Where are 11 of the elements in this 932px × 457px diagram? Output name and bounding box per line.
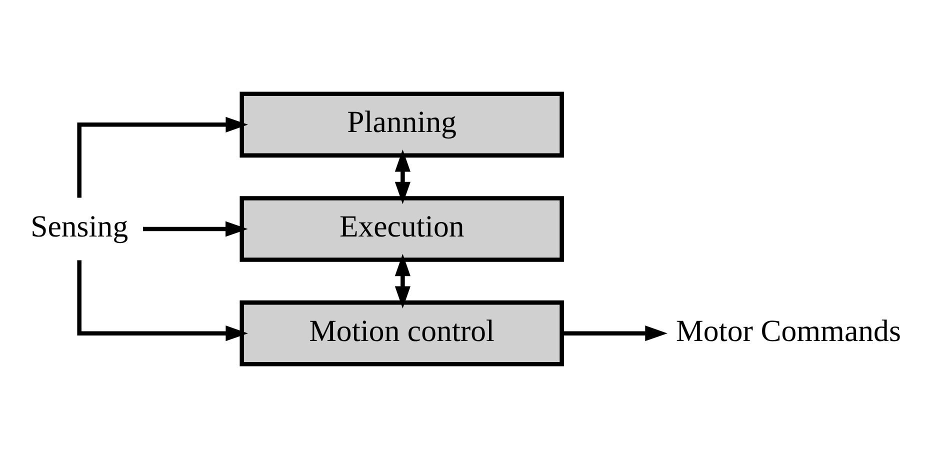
node-box: Motion control	[240, 300, 564, 366]
node-box: Execution	[240, 196, 564, 262]
arrow	[77, 116, 248, 198]
node-text: Motor Commands	[676, 313, 901, 348]
node-box: Planning	[240, 91, 564, 158]
arrow	[394, 253, 410, 308]
node-text: Sensing	[30, 209, 128, 244]
arrow	[394, 148, 410, 204]
arrow	[143, 220, 248, 236]
arrow	[77, 260, 248, 341]
arrow	[562, 325, 668, 341]
